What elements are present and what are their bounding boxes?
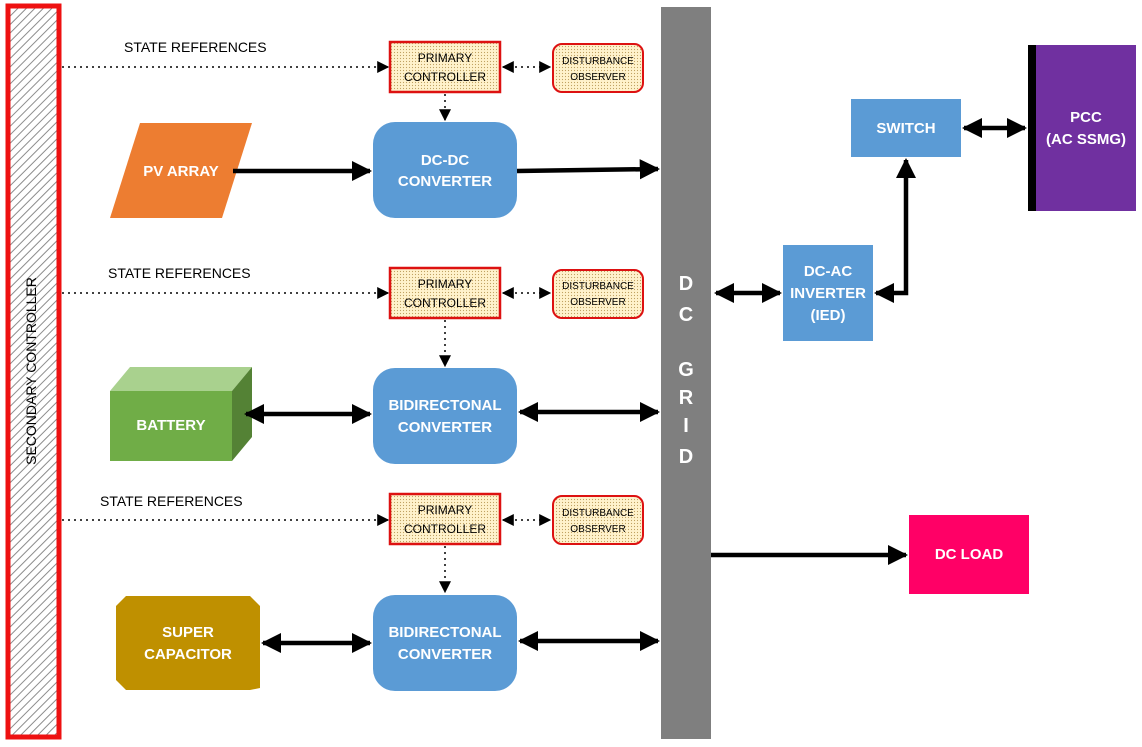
primary-controller-3: PRIMARY CONTROLLER — [388, 492, 502, 546]
converter-2-line2: CONVERTER — [398, 419, 492, 436]
dc-grid-letter-2: C — [679, 304, 693, 326]
pcc-line2: (AC SSMG) — [1046, 131, 1126, 148]
disturbance-observer-2: DISTURBANCE OBSERVER — [552, 269, 644, 319]
state-reference-label-2: STATE REFERENCES — [108, 265, 251, 281]
converter-1-line2: CONVERTER — [398, 173, 492, 190]
converter-3-line2: CONVERTER — [398, 646, 492, 663]
dc-grid-bus: D C G R I D — [661, 7, 711, 739]
primary-controller-2-line1: PRIMARY — [418, 277, 472, 291]
disturbance-observer-3-line2: OBSERVER — [570, 524, 625, 535]
converter-2-line1: BIDIRECTONAL — [388, 397, 501, 414]
primary-controller-3-line1: PRIMARY — [418, 503, 472, 517]
pv-array: PV ARRAY — [110, 123, 252, 218]
state-reference-label-3: STATE REFERENCES — [100, 493, 243, 509]
dc-grid-letter-5: I — [683, 415, 689, 437]
supercap-line1: SUPER — [162, 624, 214, 641]
pcc-line1: PCC — [1070, 109, 1102, 126]
pv-array-label: PV ARRAY — [143, 163, 219, 180]
state-references: STATE REFERENCES STATE REFERENCES STATE … — [62, 39, 390, 526]
primary-controller-1: PRIMARY CONTROLLER — [388, 40, 502, 94]
arrow-converter1-to-grid — [516, 159, 661, 180]
battery: BATTERY — [110, 367, 252, 461]
secondary-controller-label: SECONDARY CONTROLLER — [23, 277, 39, 465]
inverter-line2: INVERTER — [790, 285, 866, 302]
inverter-line1: DC-AC — [804, 263, 852, 280]
power-flow-arrows — [233, 117, 1028, 654]
dc-load: DC LOAD — [909, 515, 1029, 594]
disturbance-observer-1-line1: DISTURBANCE — [562, 56, 634, 67]
primary-controller-1-line1: PRIMARY — [418, 51, 472, 65]
dc-load-label: DC LOAD — [935, 546, 1003, 563]
battery-label: BATTERY — [136, 417, 205, 434]
pcc: PCC (AC SSMG) — [1028, 45, 1136, 211]
converter-1: DC-DC CONVERTER — [373, 122, 517, 218]
arrow-inverter-switch — [873, 157, 917, 304]
primary-controller-3-line2: CONTROLLER — [404, 522, 486, 536]
disturbance-observer-2-line1: DISTURBANCE — [562, 281, 634, 292]
converter-2: BIDIRECTONAL CONVERTER — [373, 368, 517, 464]
secondary-controller-block: SECONDARY CONTROLLER — [5, 3, 62, 740]
switch-label: SWITCH — [876, 120, 935, 137]
primary-controller-2-line2: CONTROLLER — [404, 296, 486, 310]
disturbance-observer-1-line2: OBSERVER — [570, 72, 625, 83]
switch: SWITCH — [851, 99, 961, 157]
converter-3: BIDIRECTONAL CONVERTER — [373, 595, 517, 691]
disturbance-observer-2-line2: OBSERVER — [570, 297, 625, 308]
primary-controller-2: PRIMARY CONTROLLER — [388, 266, 502, 320]
dc-grid-letter-1: D — [679, 273, 693, 295]
disturbance-observer-3-line1: DISTURBANCE — [562, 508, 634, 519]
inverter-line3: (IED) — [811, 307, 846, 324]
state-reference-label-1: STATE REFERENCES — [124, 39, 267, 55]
controller-connectors — [439, 61, 552, 594]
super-capacitor: SUPER CAPACITOR — [116, 596, 260, 690]
secondary-controller-box — [5, 3, 62, 740]
dc-grid-letter-4: R — [679, 387, 694, 409]
converter-3-line1: BIDIRECTONAL — [388, 624, 501, 641]
disturbance-observer-3: DISTURBANCE OBSERVER — [552, 495, 644, 545]
supercap-line2: CAPACITOR — [144, 646, 232, 663]
primary-controller-1-line2: CONTROLLER — [404, 70, 486, 84]
dc-grid-letter-6: D — [679, 446, 693, 468]
dc-grid-letter-3: G — [678, 359, 694, 381]
converter-1-line1: DC-DC — [421, 152, 469, 169]
disturbance-observer-1: DISTURBANCE OBSERVER — [552, 43, 644, 93]
inverter: DC-AC INVERTER (IED) — [783, 245, 873, 341]
